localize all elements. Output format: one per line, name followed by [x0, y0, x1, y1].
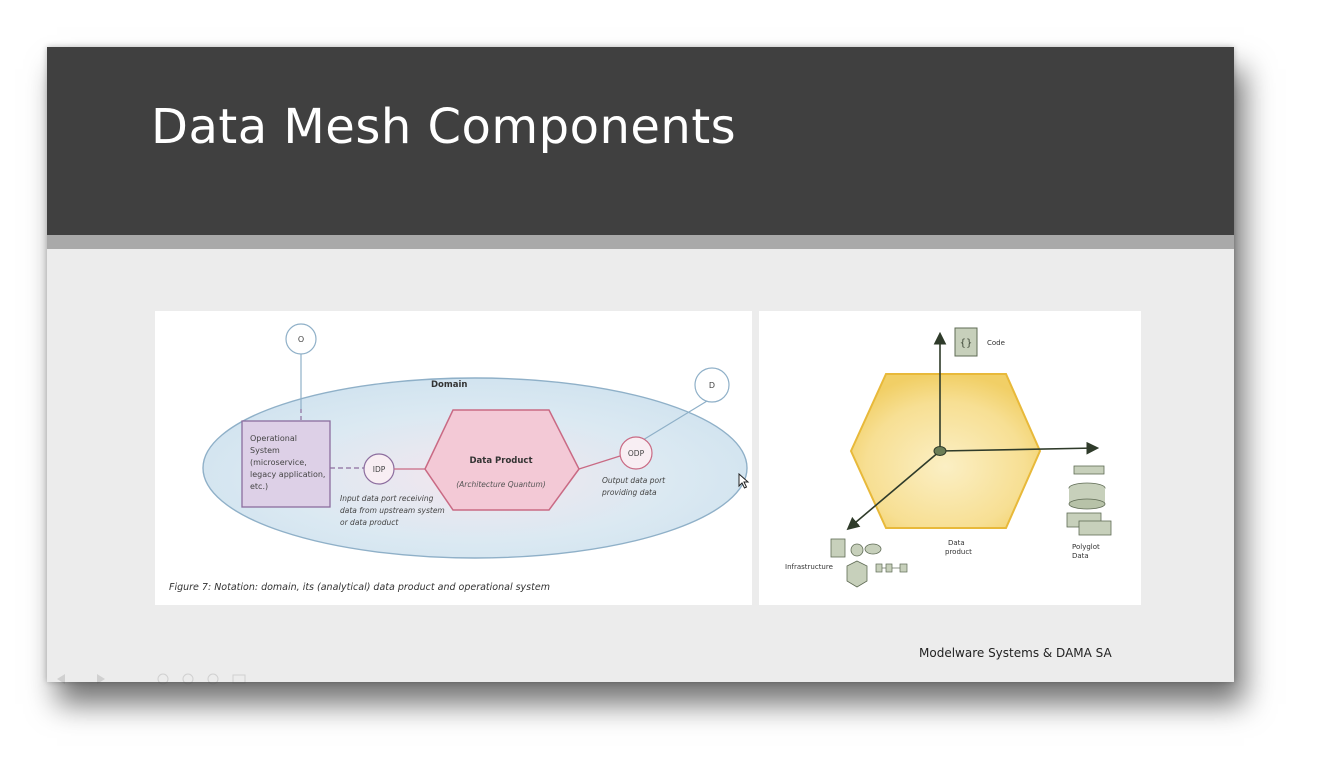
odp-node — [619, 436, 653, 470]
output-port-caption: Output data port providing data — [601, 476, 667, 497]
svg-text:{}: {} — [960, 338, 973, 349]
operational-system-text: Operational System (microservice, legacy… — [250, 434, 328, 491]
d-connector — [632, 397, 713, 447]
d-node-label: D — [709, 381, 715, 390]
data-product-title: Data Product — [469, 456, 532, 466]
data-product-subtitle: (Architecture Quantum) — [456, 480, 546, 489]
slide-footer: Modelware Systems & DAMA SA — [919, 646, 1112, 660]
zoom-icon[interactable] — [207, 673, 219, 685]
pen-icon[interactable] — [157, 673, 169, 685]
o-node-label: O — [298, 335, 304, 344]
data-product-label: Data product — [945, 539, 972, 556]
slide: Data Mesh Components Domain O D — [47, 47, 1234, 685]
origin-node — [933, 446, 947, 456]
polyglot-data-icon — [1066, 465, 1112, 536]
polyglot-data-label: Polyglot Data — [1072, 543, 1102, 560]
data-axis — [939, 441, 1100, 455]
infrastructure-label: Infrastructure — [785, 563, 833, 571]
code-label: Code — [987, 339, 1005, 347]
search-icon[interactable] — [182, 673, 194, 685]
next-slide-icon[interactable] — [97, 674, 105, 684]
data-product-quantum-diagram: {} Code Polyglot Data Data product — [785, 327, 1112, 588]
title-underbar — [47, 235, 1234, 249]
slide-title: Data Mesh Components — [151, 99, 737, 155]
input-port-caption: Input data port receiving data from upst… — [340, 494, 447, 527]
domain-notation-diagram: Domain O D Operational System (microserv… — [169, 323, 748, 593]
menu-icon[interactable] — [232, 674, 246, 684]
o-node — [285, 323, 317, 355]
infrastructure-axis — [846, 450, 941, 531]
data-product-quantum-figure: {} Code Polyglot Data Data product — [759, 311, 1141, 605]
code-icon: {} — [954, 327, 978, 357]
d-node — [694, 367, 730, 403]
product-odp-connector — [578, 455, 621, 470]
slideshow-controls[interactable] — [53, 673, 283, 685]
domain-label: Domain — [431, 380, 467, 390]
idp-label: IDP — [373, 465, 386, 474]
mouse-pointer-icon — [738, 473, 750, 489]
title-bar: Data Mesh Components — [47, 47, 1234, 235]
odp-label: ODP — [628, 449, 645, 458]
figure-caption: Figure 7: Notation: domain, its (analyti… — [169, 582, 550, 593]
previous-slide-icon[interactable] — [57, 674, 65, 684]
operational-system-box — [241, 420, 331, 508]
infrastructure-icon — [830, 538, 908, 588]
domain-notation-figure: Domain O D Operational System (microserv… — [155, 311, 752, 605]
